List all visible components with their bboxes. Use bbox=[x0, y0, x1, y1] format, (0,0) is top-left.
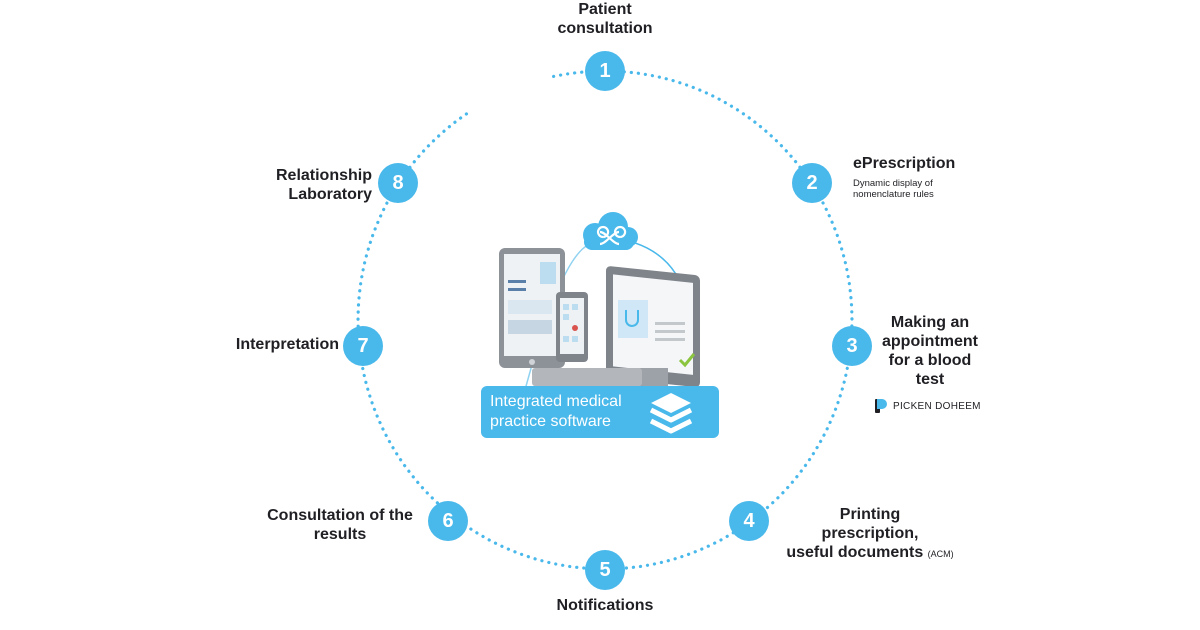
monitor-device bbox=[606, 266, 700, 388]
step-badge-1: 1 bbox=[585, 51, 625, 91]
step-label-2: ePrescription Dynamic display of nomencl… bbox=[853, 154, 1033, 200]
step-label-8: Relationship Laboratory bbox=[275, 167, 372, 203]
picken-doheem-logo-icon bbox=[875, 399, 887, 413]
step-badge-8: 8 bbox=[378, 163, 418, 203]
step-label-4: Printing prescription, useful documents … bbox=[786, 506, 954, 561]
devices-illustration bbox=[499, 212, 700, 391]
step-badge-7: 7 bbox=[343, 326, 383, 366]
step-label-5: Notifications bbox=[556, 597, 654, 614]
step-badge-3: 3 bbox=[832, 326, 872, 366]
step-badge-5: 5 bbox=[585, 550, 625, 590]
step-2-description: Dynamic display of nomenclature rules bbox=[853, 178, 934, 200]
laptop-base bbox=[532, 368, 642, 386]
dotted-ring bbox=[356, 69, 854, 571]
partner-logo: PICKEN DOHEEM bbox=[874, 398, 981, 414]
layers-icon bbox=[649, 393, 693, 434]
step-label-7: Interpretation bbox=[235, 336, 339, 353]
step-badge-4: 4 bbox=[729, 501, 769, 541]
check-icon bbox=[678, 353, 696, 368]
center-label: Integrated medical practice software bbox=[490, 393, 622, 430]
tablet-device bbox=[499, 248, 565, 368]
phone-device bbox=[556, 292, 588, 362]
step-label-1: Patient consultation bbox=[557, 1, 653, 37]
cloud-icon bbox=[583, 212, 638, 250]
step-label-6: Consultation of the results bbox=[267, 507, 413, 543]
step-badge-2: 2 bbox=[792, 163, 832, 203]
step-badge-6: 6 bbox=[428, 501, 468, 541]
center-software-panel: Integrated medical practice software bbox=[481, 386, 719, 438]
step-label-3: Making an appointment for a blood test bbox=[882, 314, 978, 388]
